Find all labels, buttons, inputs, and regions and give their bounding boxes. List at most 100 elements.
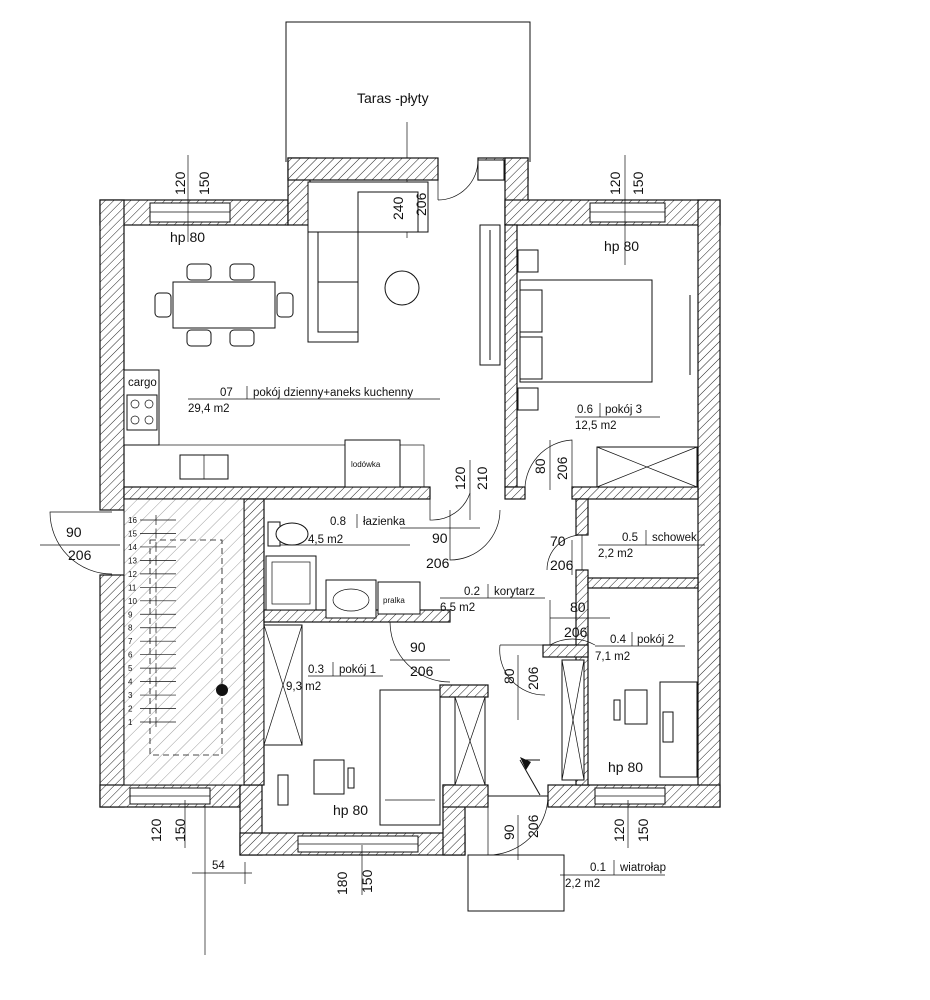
room-07-name: pokój dzienny+aneks kuchenny xyxy=(253,387,413,399)
cargo-label: cargo xyxy=(128,377,157,389)
doors xyxy=(49,159,596,856)
stair-step-number: 14 xyxy=(128,543,137,552)
stair-step-number: 13 xyxy=(128,556,137,565)
room-06-number: 0.6 xyxy=(577,404,593,416)
terrace-label: Taras -płyty xyxy=(357,90,429,106)
room-labels: 07 pokój dzienny+aneks kuchenny 29,4 m2 … xyxy=(188,386,697,890)
window-living xyxy=(149,202,231,223)
dim-door-entry-w: 90 xyxy=(66,524,82,540)
stair-step-number: 16 xyxy=(128,516,137,525)
room-06-area: 12,5 m2 xyxy=(575,420,617,432)
hob xyxy=(126,394,158,431)
dimension-lines xyxy=(40,155,705,955)
desk-room1 xyxy=(313,759,345,795)
dim-win-room1-bottom-h: 150 xyxy=(359,869,375,893)
dim-win-room2-w: 120 xyxy=(611,818,627,842)
dim-door-room2-h: 206 xyxy=(564,624,588,640)
dim-door-bedroom3-w: 80 xyxy=(532,458,548,474)
door-corridor xyxy=(499,644,546,696)
dim-door-room1-h: 206 xyxy=(410,663,434,679)
room-08-number: 0.8 xyxy=(330,516,346,528)
dim-door-living-w: 120 xyxy=(452,466,468,490)
dim-win-room1-bottom-w: 180 xyxy=(334,871,350,895)
fridge xyxy=(344,439,401,488)
sill-living: hp 80 xyxy=(170,229,205,245)
stair-step-number: 2 xyxy=(128,705,133,714)
room-07-area: 29,4 m2 xyxy=(188,403,230,415)
stair-step-number: 6 xyxy=(128,651,133,660)
door-room2 xyxy=(549,600,596,646)
room-05-number: 0.5 xyxy=(622,532,638,544)
room-03-number: 0.3 xyxy=(308,664,324,676)
door-terrace xyxy=(437,159,479,201)
dim-win-bedroom3-w: 120 xyxy=(607,171,623,195)
bed-room1 xyxy=(379,689,441,826)
room-05-area: 2,2 m2 xyxy=(598,548,633,560)
stair-step-number: 15 xyxy=(128,529,137,538)
dim-door-storage-h: 206 xyxy=(550,557,574,573)
stair-step-number: 12 xyxy=(128,570,137,579)
door-storage xyxy=(546,534,583,571)
room-02-name: korytarz xyxy=(494,586,535,598)
dim-door-room1-w: 90 xyxy=(410,639,426,655)
room-05-name: schowek xyxy=(652,532,697,544)
room-01-area: 2,2 m2 xyxy=(565,878,600,890)
door-bathroom xyxy=(449,509,501,561)
room-04-number: 0.4 xyxy=(610,634,627,646)
room-01-name: wiatrołap xyxy=(619,862,666,874)
bathroom-sink xyxy=(325,579,377,619)
room-06-name: pokój 3 xyxy=(605,404,642,416)
sill-bedroom3: hp 80 xyxy=(604,238,639,254)
dim-door-bathroom-h: 206 xyxy=(426,555,450,571)
stair-step-number: 4 xyxy=(128,678,133,687)
door-bedroom3 xyxy=(524,439,573,494)
fridge-label: lodówka xyxy=(351,460,381,469)
stair-step-number: 5 xyxy=(128,664,133,673)
stair-step-number: 3 xyxy=(128,691,133,700)
room-03-area: 9,3 m2 xyxy=(286,681,321,693)
room-01-number: 0.1 xyxy=(590,862,606,874)
dim-win-living-h: 150 xyxy=(196,171,212,195)
dim-door-vestibule-h: 206 xyxy=(525,814,541,838)
room-02-number: 0.2 xyxy=(464,586,480,598)
stair-step-number: 11 xyxy=(128,583,137,592)
dim-terrace-door-h: 206 xyxy=(413,192,429,216)
dining-table xyxy=(172,281,276,329)
dim-door-vestibule-w: 90 xyxy=(501,824,517,840)
window-bedroom3 xyxy=(589,202,666,223)
stair-step-number: 7 xyxy=(128,637,133,646)
shower xyxy=(265,555,317,611)
room-04-area: 7,1 m2 xyxy=(595,651,630,663)
stair-step-number: 10 xyxy=(128,597,137,606)
washer xyxy=(377,581,421,615)
room-03-name: pokój 1 xyxy=(339,664,376,676)
dim-win-living-w: 120 xyxy=(172,171,188,195)
sill-room1: hp 80 xyxy=(333,802,368,818)
stair-post xyxy=(216,684,228,696)
dim-door-bathroom-w: 90 xyxy=(432,530,448,546)
washer-label: pralka xyxy=(383,596,405,605)
sill-heights: hp 80 hp 80 hp 80 hp 80 xyxy=(170,229,643,818)
door-entry-left xyxy=(49,511,113,575)
room-07-number: 07 xyxy=(220,387,233,399)
windows xyxy=(129,202,666,853)
dim-terrace-door-w: 240 xyxy=(390,196,406,220)
room-08-area: 4,5 m2 xyxy=(308,534,343,546)
door-room1 xyxy=(389,621,451,683)
sofa xyxy=(307,181,429,343)
dim-offset: 54 xyxy=(212,860,225,872)
entry-platform xyxy=(467,854,565,912)
dim-win-bedroom3-h: 150 xyxy=(630,171,646,195)
dim-door-storage-w: 70 xyxy=(550,533,566,549)
furniture: cargo lodówka pralka xyxy=(123,181,698,912)
stair-step-number: 9 xyxy=(128,610,133,619)
stair-step-number: 8 xyxy=(128,624,133,633)
dim-win-room1-left-h: 150 xyxy=(172,818,188,842)
dim-door-room2-w: 80 xyxy=(570,599,586,615)
dim-door-corridor-w: 80 xyxy=(501,668,517,684)
dim-door-living-h: 210 xyxy=(474,466,490,490)
dim-door-bedroom3-h: 206 xyxy=(554,456,570,480)
dimension-texts: 120 150 120 150 240 206 120 210 80 206 9… xyxy=(66,171,651,895)
room-04-name: pokój 2 xyxy=(637,634,674,646)
